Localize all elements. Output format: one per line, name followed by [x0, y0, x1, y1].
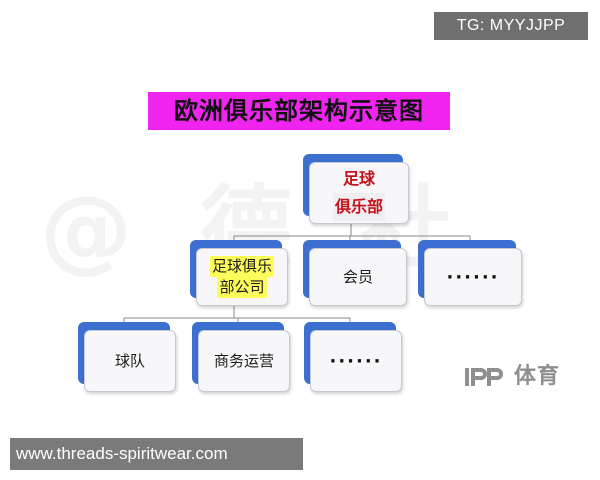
node-face: 球队: [84, 330, 176, 392]
node-more-level2: ······: [304, 322, 402, 392]
pp-logo-icon: [465, 368, 503, 386]
node-members: 会员: [303, 240, 407, 306]
node-company-line2: 部公司: [217, 277, 267, 298]
node-root-line2: 俱乐部: [332, 193, 385, 221]
brand-text: 体育: [514, 364, 561, 389]
node-members-label: 会员: [342, 267, 373, 286]
diagram-title: 欧洲俱乐部架构示意图: [148, 92, 450, 130]
node-team: 球队: [78, 322, 176, 392]
node-ellipsis-label: ······: [446, 266, 500, 288]
node-commercial-operations: 商务运营: [192, 322, 290, 392]
node-team-label: 球队: [114, 351, 145, 370]
node-company-line1: 足球俱乐: [209, 256, 274, 277]
site-url-banner: www.threads-spiritwear.com: [10, 438, 303, 470]
brand-logo: 体育: [464, 362, 582, 392]
node-club-company: 足球俱乐 部公司: [190, 240, 288, 306]
node-more-level1: ······: [418, 240, 522, 306]
node-face: ······: [424, 248, 522, 306]
node-football-club: 足球 俱乐部: [303, 154, 409, 224]
tg-badge: TG: MYYJJPP: [434, 12, 588, 40]
node-face: 足球 俱乐部: [309, 162, 409, 224]
node-face: 会员: [309, 248, 407, 306]
node-face: 足球俱乐 部公司: [196, 248, 288, 306]
node-commercial-label: 商务运营: [213, 351, 274, 370]
node-face: 商务运营: [198, 330, 290, 392]
node-face: ······: [310, 330, 402, 392]
node-ellipsis-label: ······: [329, 350, 383, 372]
node-root-line1: 足球: [342, 169, 375, 188]
